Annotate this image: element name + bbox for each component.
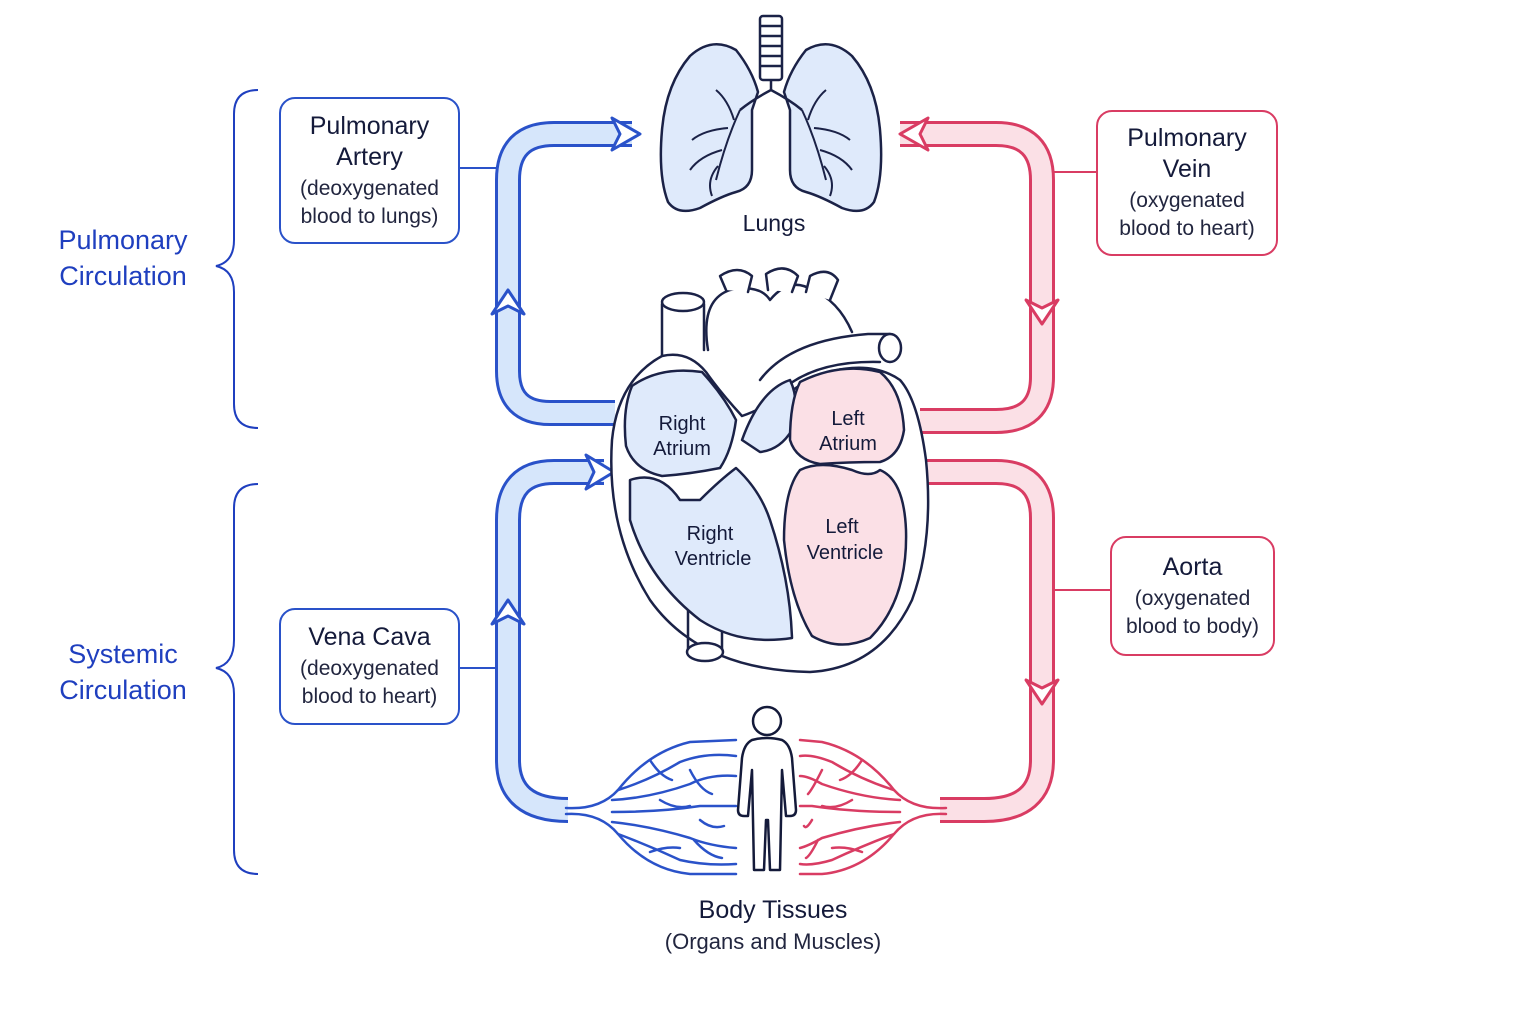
vena-cava-title: Vena Cava	[308, 623, 431, 651]
body-tissues-label: Body Tissues (Organs and Muscles)	[568, 893, 978, 957]
capillary-bed-red-icon	[798, 738, 948, 876]
arrow-right-icon	[584, 453, 616, 491]
pulmonary-artery-title: Pulmonary	[309, 111, 430, 140]
right-atrium-label: Atrium	[653, 438, 711, 460]
systemic-circulation-line2: Circulation	[59, 675, 187, 705]
aorta-title: Aorta	[1162, 552, 1223, 581]
pulmonary-artery-description: (deoxygenated	[300, 176, 439, 200]
left-ventricle-label: Ventricle	[807, 542, 884, 564]
person-icon	[736, 705, 798, 872]
pulmonary-artery-description: blood to lungs)	[300, 204, 439, 228]
systemic-circulation-label: Systemic Circulation	[28, 636, 218, 708]
right-ventricle-label: Right	[687, 523, 734, 545]
systemic-bracket	[215, 483, 259, 875]
left-atrium-label: Left	[831, 408, 865, 430]
aorta-callout: Aorta (oxygenated blood to body)	[1110, 536, 1275, 656]
aorta-description: blood to body)	[1125, 614, 1260, 638]
left-ventricle-label: Left	[825, 516, 859, 538]
pulmonary-vein-description: (oxygenated	[1129, 189, 1245, 212]
systemic-circulation-line1: Systemic	[68, 639, 178, 669]
vena-cava-description: blood to heart)	[301, 685, 438, 708]
pulmonary-bracket	[215, 89, 259, 429]
pulmonary-vein-title: Pulmonary	[1127, 124, 1247, 152]
arrow-right-icon	[610, 116, 642, 152]
pulmonary-vein-description: blood to heart)	[1119, 217, 1255, 240]
pulmonary-vein-callout: Pulmonary Vein (oxygenated blood to hear…	[1096, 110, 1278, 256]
arrow-down-icon	[1024, 678, 1060, 706]
arrow-left-icon	[898, 116, 930, 152]
pulmonary-circulation-line1: Pulmonary	[58, 225, 188, 255]
body-tissues-title: Body Tissues	[698, 896, 848, 924]
vena-cava-callout: Vena Cava (deoxygenated blood to heart)	[279, 608, 460, 725]
right-atrium-label: Right	[659, 413, 706, 435]
body-tissues-subtitle: (Organs and Muscles)	[664, 929, 882, 954]
lungs-icon	[659, 14, 883, 213]
aorta-pipe	[926, 459, 1060, 823]
left-atrium-label: Atrium	[819, 433, 877, 455]
arrow-up-icon	[490, 288, 526, 316]
pulmonary-artery-callout: Pulmonary Artery (deoxygenated blood to …	[279, 97, 460, 244]
pulmonary-circulation-label: Pulmonary Circulation	[28, 222, 218, 294]
pulmonary-artery-pipe	[490, 116, 642, 426]
aorta-description: (oxygenated	[1134, 586, 1251, 610]
pulmonary-artery-title: Artery	[336, 142, 403, 171]
right-ventricle-label: Ventricle	[675, 548, 752, 570]
arrow-down-icon	[1024, 298, 1060, 326]
pulmonary-vein-title: Vein	[1162, 155, 1212, 183]
capillary-bed-blue-icon	[564, 738, 738, 876]
vena-cava-description: (deoxygenated	[300, 657, 439, 680]
vena-cava-pipe	[490, 453, 616, 823]
heart-icon	[610, 267, 930, 674]
pulmonary-vein-pipe	[898, 116, 1060, 434]
lungs-label: Lungs	[743, 210, 806, 236]
arrow-up-icon	[490, 598, 526, 626]
pulmonary-circulation-line2: Circulation	[59, 261, 187, 291]
